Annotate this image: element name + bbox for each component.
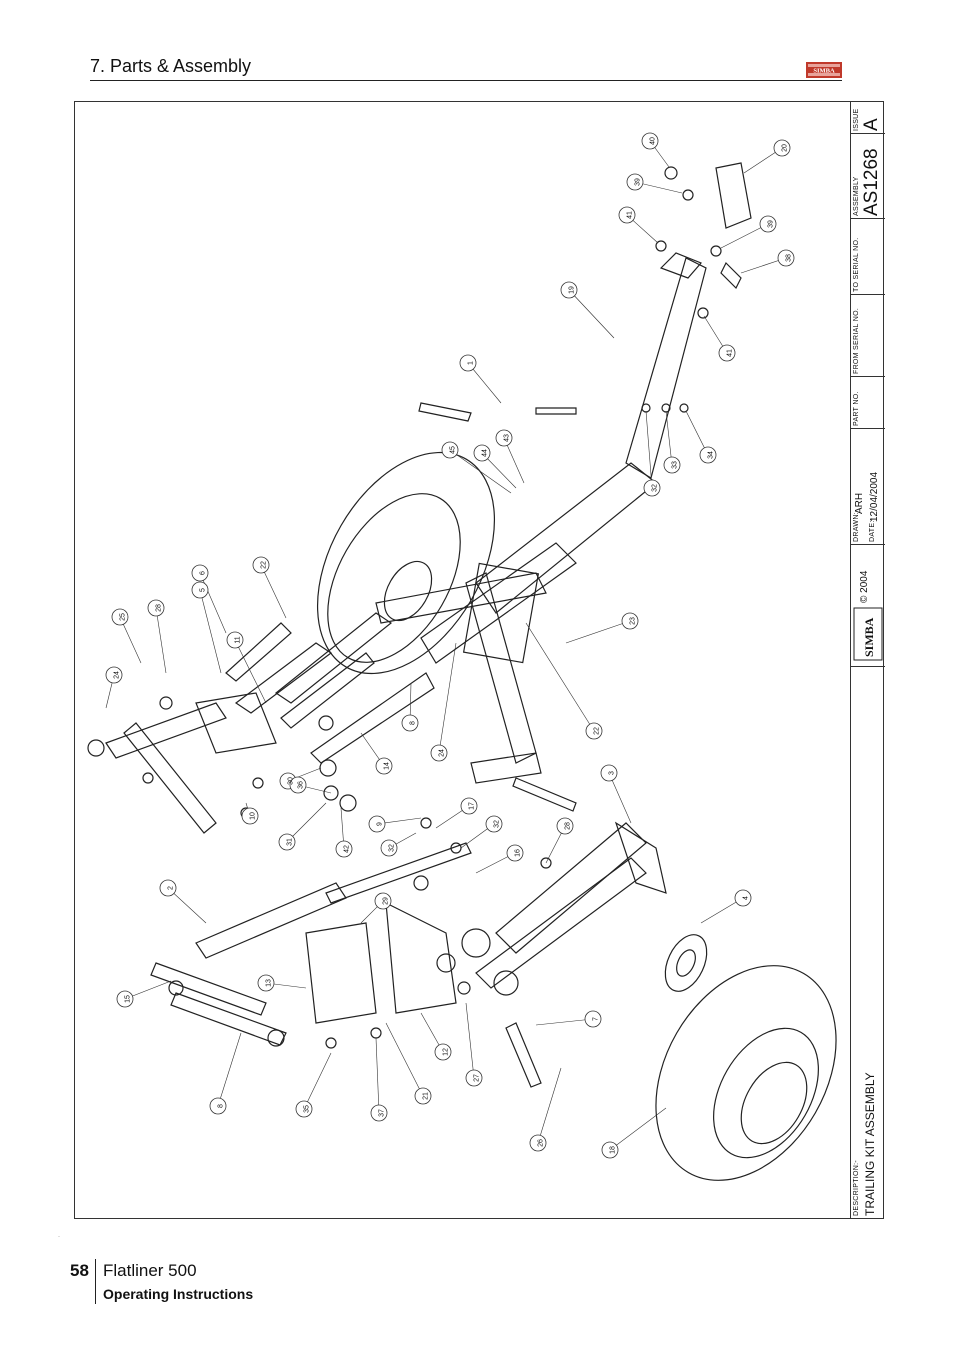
from-serial-label: FROM SERIAL NO. [853,307,860,374]
callout-label: 32 [389,844,396,852]
callout-label: 10 [250,812,257,820]
callout-label: 36 [298,781,305,789]
callout-label: 12 [443,1048,450,1056]
issue-cell: ISSUE A [851,101,885,134]
document-subtitle: Operating Instructions [103,1286,254,1302]
header-rule [90,80,842,81]
callout-label: 13 [266,979,273,987]
callout-label: 6 [200,571,207,575]
callout-label: 28 [565,822,572,830]
callout-label: 3 [609,771,616,775]
product-name: Flatliner 500 [103,1261,197,1280]
callout-label: 23 [630,617,637,625]
drawing-frame [74,101,884,1219]
section-title: 7. Parts & Assembly [90,56,252,76]
callout-label: 32 [652,484,659,492]
simba-logo-icon: SIMBA [853,607,883,661]
description-cell: DESCRIPTION:- TRAILING KIT ASSEMBLY [851,667,885,1219]
exploded-assembly-drawing: 40 20 39 39 41 38 19 41 1 45 44 43 32 33… [87,132,837,1181]
callout-label: 5 [200,588,207,592]
to-serial-cell: TO SERIAL NO. [851,219,885,295]
to-serial-label: TO SERIAL NO. [853,237,860,292]
callout-label: 35 [304,1105,311,1113]
callout-label: 8 [218,1104,225,1108]
callout-label: 44 [482,449,489,457]
callout-label: 2 [168,886,175,890]
from-serial-cell: FROM SERIAL NO. [851,295,885,377]
callout-label: 22 [594,727,601,735]
issue-value: A [861,118,882,131]
callout-label: 11 [235,636,242,643]
callout-label: 27 [474,1074,481,1082]
copyright-cell: © 2004 SIMBA [851,545,885,667]
margin-mark: · [58,1234,60,1240]
callout-label: 17 [469,802,476,810]
callout-label: 43 [504,434,511,442]
assembly-value: AS1268 [861,148,882,216]
part-no-label: PART NO. [853,391,860,426]
callout-label: 38 [786,254,793,262]
assembly-label: ASSEMBLY [853,176,860,216]
callout-label: 20 [782,144,789,152]
callout-label: 40 [650,137,657,145]
callout-label: 8 [410,721,417,725]
svg-text:SIMBA: SIMBA [813,68,835,75]
callout-label: 9 [377,822,384,826]
assembly-cell: ASSEMBLY AS1268 [851,134,885,219]
description-label: DESCRIPTION:- [853,1159,860,1216]
callout-label: 31 [287,838,294,846]
issue-label: ISSUE [853,108,860,131]
callout-label: 24 [114,671,121,679]
part-no-cell: PART NO. [851,377,885,429]
callout-label: 39 [768,220,775,228]
drawn-value: ARH [854,492,865,514]
callout-label: 34 [708,451,715,459]
callout-label: 41 [727,349,734,357]
callout-label: 14 [384,762,391,770]
callout-label: 33 [672,461,679,469]
callout-label: 39 [635,178,642,186]
callout-label: 19 [569,286,576,294]
callout-label: 37 [379,1109,386,1117]
callout-label: 28 [156,604,163,612]
drawn-date-cell: DRAWN:- ARH DATE:- 12/04/2004 [851,429,885,545]
callout-label: 22 [261,561,268,569]
title-block: ISSUE A ASSEMBLY AS1268 TO SERIAL NO. FR… [850,101,885,1219]
callout-label: 7 [593,1017,600,1021]
drawn-label: DRAWN:- [853,509,860,542]
callout-label: 24 [439,749,446,757]
callout-label: 26 [538,1139,545,1147]
callout-label: 42 [344,845,351,853]
callout-label: 29 [383,897,390,905]
date-value: 12/04/2004 [869,471,880,522]
description-value: TRAILING KIT ASSEMBLY [863,1072,877,1216]
callout-label: 1 [468,361,475,365]
copyright-text: © 2004 [859,570,870,603]
callout-label: 15 [125,995,132,1003]
callout-label: 32 [494,820,501,828]
svg-text:SIMBA: SIMBA [862,617,876,657]
callout-label: 41 [627,211,634,219]
page-number: 58 [70,1261,89,1280]
simba-logo-icon: SIMBA [806,62,842,78]
callout-label: 45 [450,446,457,454]
callout-label: 18 [610,1146,617,1154]
callout-label: 16 [515,849,522,857]
callout-label: 21 [423,1092,430,1100]
footer-rule [95,1259,96,1304]
callout-label: 25 [120,613,127,621]
callout-label: 30 [288,777,295,785]
callout-label: 4 [743,896,750,900]
